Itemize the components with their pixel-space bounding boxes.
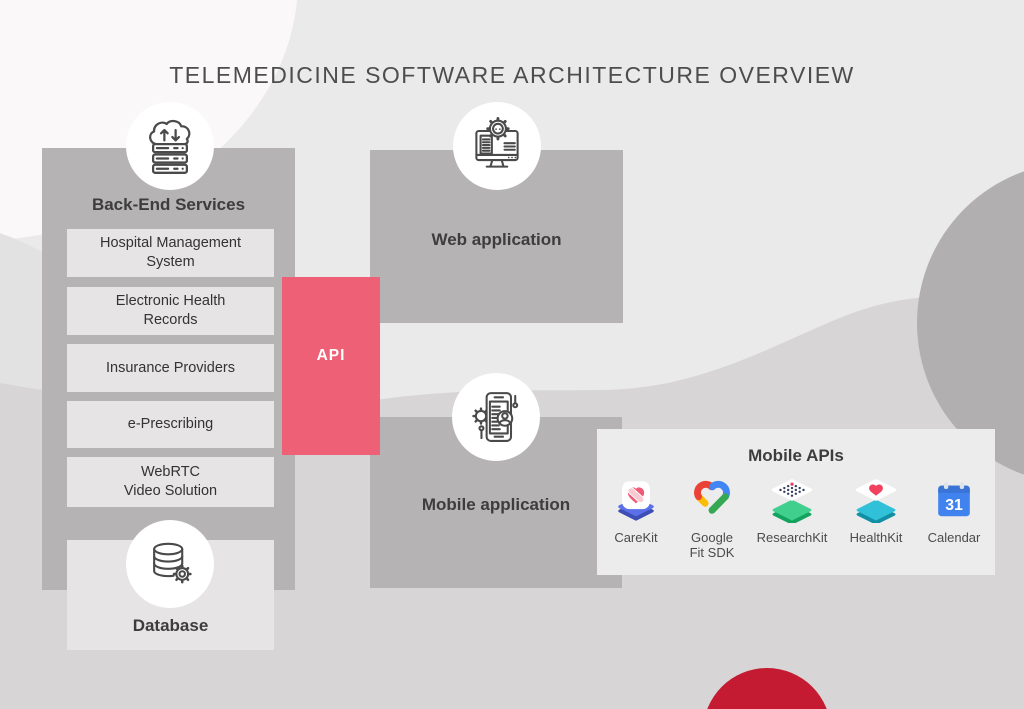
mobile-application-label: Mobile application — [421, 495, 571, 514]
web-application-icon-circle — [453, 102, 541, 190]
backend-services-title: Back-End Services — [91, 195, 246, 214]
database-label: Database — [132, 616, 209, 635]
monitor-gear-icon — [475, 116, 519, 168]
api-item-label: Calendar — [927, 530, 981, 545]
api-item-label: CareKit — [614, 530, 658, 545]
backend-item-insurance: Insurance Providers — [67, 344, 274, 392]
database-icon-circle — [126, 520, 214, 608]
api-item-label: ResearchKit — [756, 530, 828, 545]
healthkit-icon — [853, 477, 899, 523]
backend-icon-circle — [126, 102, 214, 190]
svg-text:31: 31 — [945, 497, 963, 514]
mobile-apis-panel: Mobile APIs CareKit — [597, 429, 995, 575]
api-item-label: Google Fit SDK — [689, 530, 735, 561]
api-label: API — [316, 347, 346, 364]
google-fit-icon — [689, 477, 735, 523]
api-item-calendar: 31 Calendar — [914, 477, 994, 545]
cloud-server-icon — [149, 119, 191, 174]
carekit-icon — [613, 477, 659, 523]
mobile-apis-title: Mobile APIs — [748, 446, 844, 465]
backend-item-ehr: Electronic Health Records — [67, 287, 274, 335]
researchkit-icon — [769, 477, 815, 523]
api-item-label: HealthKit — [849, 530, 903, 545]
backend-item-eprescribing: e-Prescribing — [67, 401, 274, 448]
right-gray-circle — [917, 171, 1024, 475]
database-gear-icon — [153, 542, 192, 584]
web-application-label: Web application — [431, 229, 562, 249]
api-item-researchkit: ResearchKit — [748, 477, 836, 545]
calendar-icon: 31 — [931, 477, 977, 523]
api-item-healthkit: HealthKit — [834, 477, 918, 545]
mobile-application-icon-circle — [452, 373, 540, 461]
smartphone-gear-icon — [472, 392, 519, 442]
bottom-red-circle — [707, 668, 827, 709]
backend-item-webrtc: WebRTC Video Solution — [67, 457, 274, 507]
api-item-google-fit: Google Fit SDK — [673, 477, 751, 561]
api-item-carekit: CareKit — [597, 477, 675, 545]
backend-services-panel: Back-End Services Hospital Management Sy… — [42, 148, 295, 590]
page-title: TELEMEDICINE SOFTWARE ARCHITECTURE OVERV… — [169, 62, 855, 88]
api-box: API — [282, 277, 380, 455]
backend-item-hospital-management: Hospital Management System — [67, 229, 274, 277]
